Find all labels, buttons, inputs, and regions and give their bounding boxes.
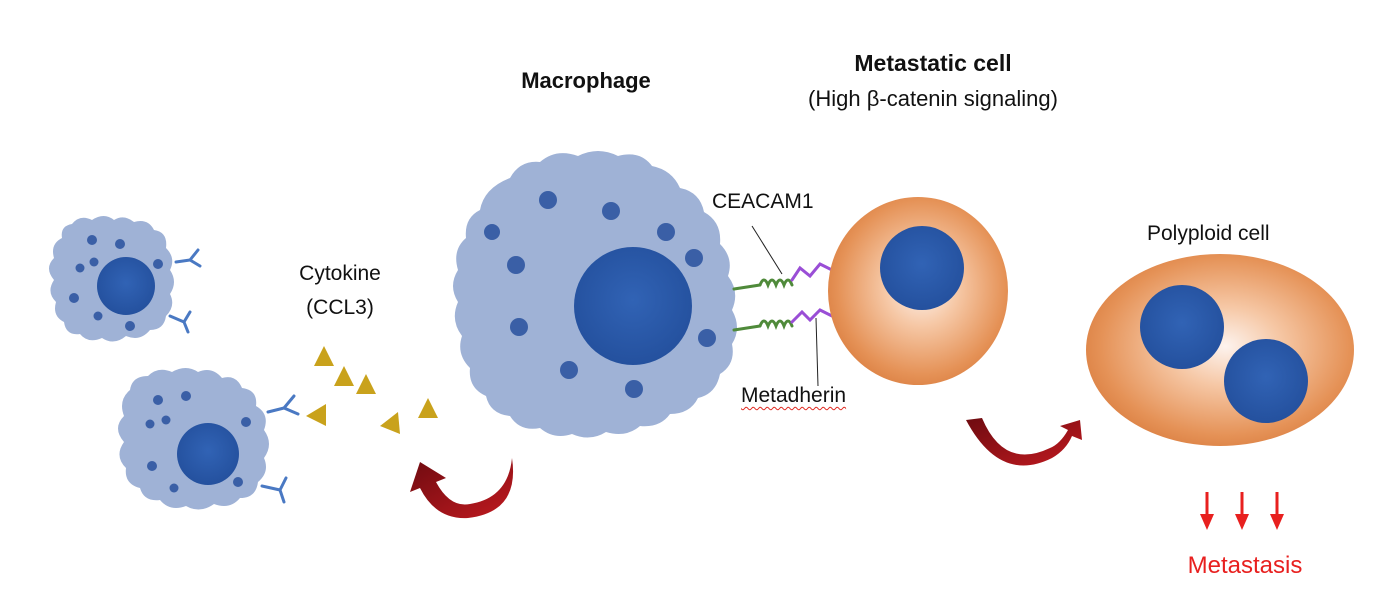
ceacam1-label: CEACAM1	[712, 190, 814, 213]
cytokine-triangles	[306, 346, 438, 434]
metastatic-cell-nucleus	[880, 226, 964, 310]
small-immune-cell-top-nucleus	[97, 257, 155, 315]
macrophage-granules	[484, 191, 716, 398]
curved-arrow-icon	[410, 458, 514, 519]
down-arrow-icon	[1200, 492, 1214, 530]
polyploid-cell-label: Polyploid cell	[1147, 222, 1270, 245]
small-immune-cell-bottom-granules	[145, 391, 251, 493]
down-arrow-icon	[1270, 492, 1284, 530]
polyploid-cell-nucleus-2	[1224, 339, 1308, 423]
polyploid-cell	[1086, 254, 1354, 446]
metastatic-cell-title: Metastatic cell	[854, 50, 1012, 76]
curved-arrow-icon	[966, 418, 1082, 466]
small-immune-cell-top-granules	[69, 235, 163, 331]
macrophage-nucleus	[574, 247, 692, 365]
polyploid-cell-nucleus-1	[1140, 285, 1224, 369]
y-receptor-icon	[168, 248, 202, 334]
small-immune-cell-bottom-nucleus	[177, 423, 239, 485]
cytokine-subtitle: (CCL3)	[306, 296, 374, 319]
label-leader-lines	[751, 225, 819, 387]
metastasis-label: Metastasis	[1187, 552, 1303, 579]
small-immune-cell-bottom	[118, 368, 300, 510]
cytokine-label: Cytokine	[299, 262, 381, 285]
macrophage-label: Macrophage	[521, 68, 651, 93]
metastatic-cell-subtitle: (High β-catenin signaling)	[808, 86, 1058, 111]
y-receptor-icon	[260, 394, 300, 504]
small-immune-cell-top	[49, 216, 202, 342]
macrophage-cell	[453, 151, 737, 438]
ceacam1-metadherin-binding	[732, 262, 834, 332]
metadherin-label: Metadherin	[741, 384, 847, 407]
metastatic-cell	[828, 197, 1008, 385]
down-arrow-icon	[1235, 492, 1249, 530]
polyploid-cell-body	[1086, 254, 1354, 446]
